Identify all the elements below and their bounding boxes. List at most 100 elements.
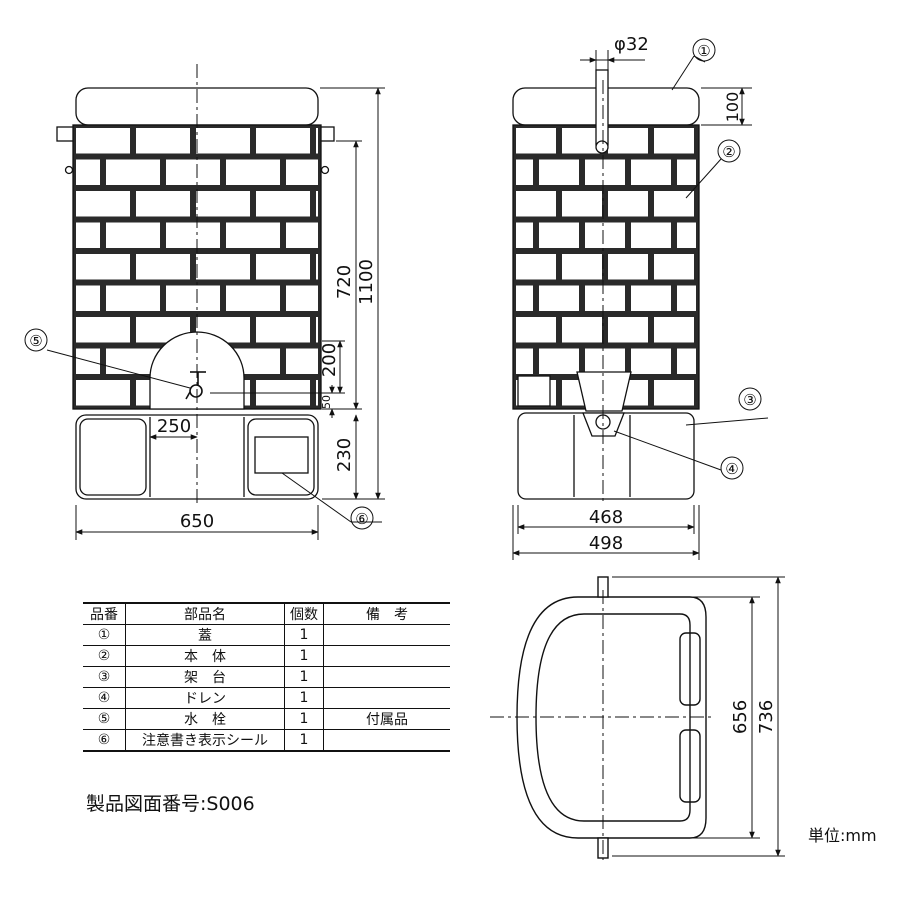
parts-table-header: 品番 部品名 個数 備 考: [83, 603, 450, 625]
brick: [76, 191, 130, 217]
brick: [136, 254, 190, 280]
svg-text:⑤: ⑤: [29, 332, 42, 350]
svg-text:①: ①: [697, 42, 710, 60]
brick: [516, 348, 533, 374]
table-row: ② 本 体 1: [83, 645, 450, 667]
brick: [677, 222, 696, 248]
table-row: ④ ドレン 1: [83, 687, 450, 709]
brick: [196, 254, 250, 280]
dim-498: 498: [589, 533, 623, 554]
brick: [256, 191, 310, 217]
brick: [585, 222, 625, 248]
callout-4: ④: [613, 430, 744, 480]
dim-230: 230: [334, 438, 355, 472]
row-remarks: [323, 687, 450, 709]
table-row: ⑤ 水 栓 1 付属品: [83, 708, 450, 730]
brick: [608, 191, 648, 217]
brick: [316, 317, 318, 343]
row-part-name: ドレン: [125, 687, 285, 709]
dim-250: 250: [157, 416, 191, 437]
brick: [226, 222, 280, 248]
brick: [106, 285, 160, 311]
row-part-no: ⑥: [97, 732, 111, 748]
row-remarks: [323, 729, 450, 751]
brick: [166, 285, 220, 311]
brick: [631, 222, 671, 248]
brick: [562, 191, 602, 217]
brick: [654, 380, 694, 406]
brick: [516, 285, 533, 311]
brick: [106, 222, 160, 248]
svg-text:⑥: ⑥: [355, 510, 368, 528]
brick: [256, 254, 310, 280]
brick: [226, 285, 280, 311]
row-remarks: [323, 666, 450, 688]
callout-3: ③: [685, 387, 769, 426]
brick: [286, 222, 318, 248]
brick: [585, 285, 625, 311]
dim-50: 50: [320, 395, 333, 409]
top-inner-outline: [535, 613, 691, 822]
brick: [585, 348, 625, 374]
row-part-no: ④: [97, 690, 111, 706]
header-remarks: 備 考: [323, 603, 450, 625]
dim-100: 100: [723, 92, 742, 123]
brick: [196, 191, 250, 217]
brick: [76, 317, 130, 343]
top-view: [490, 576, 715, 860]
brick: [76, 222, 100, 248]
brick: [196, 128, 250, 154]
brick: [677, 159, 696, 185]
top-dimensions: [612, 576, 785, 857]
brick: [256, 128, 310, 154]
row-part-name: 本 体: [125, 645, 285, 667]
brick: [76, 285, 100, 311]
brick: [539, 285, 579, 311]
brick: [562, 128, 602, 154]
front-view: [56, 64, 335, 505]
dim-650: 650: [180, 511, 214, 532]
brick: [631, 348, 671, 374]
brick: [286, 348, 318, 374]
row-quantity: 1: [284, 687, 324, 709]
row-quantity: 1: [284, 624, 324, 646]
dim-1100: 1100: [356, 259, 377, 305]
brick: [256, 317, 310, 343]
row-quantity: 1: [284, 729, 324, 751]
brick: [316, 191, 318, 217]
warning-sticker: [254, 436, 309, 474]
drain-bracket: [576, 371, 632, 412]
brick: [516, 254, 556, 280]
brick: [76, 380, 130, 406]
table-row: ① 蓋 1: [83, 624, 450, 646]
brick: [316, 254, 318, 280]
brick: [106, 159, 160, 185]
front-dimensions: [75, 87, 385, 540]
unit-label: 単位:mm: [808, 826, 877, 845]
row-quantity: 1: [284, 708, 324, 730]
brick: [539, 159, 579, 185]
row-part-no: ②: [97, 648, 111, 664]
brick: [516, 191, 556, 217]
side-dimensions: [512, 50, 752, 560]
brick: [562, 254, 602, 280]
brick: [226, 159, 280, 185]
brick: [76, 128, 130, 154]
row-quantity: 1: [284, 666, 324, 688]
header-part-name: 部品名: [125, 603, 285, 625]
row-part-name: 水 栓: [125, 708, 285, 730]
brick: [516, 317, 556, 343]
brick: [585, 159, 625, 185]
brick: [608, 317, 648, 343]
brick: [654, 317, 694, 343]
brick: [166, 159, 220, 185]
brick: [677, 285, 696, 311]
header-quantity: 個数: [284, 603, 324, 625]
row-part-name: 蓋: [125, 624, 285, 646]
dim-736: 736: [756, 700, 777, 734]
brick: [286, 285, 318, 311]
row-part-name: 注意書き表示シール: [125, 729, 285, 751]
svg-text:②: ②: [722, 143, 735, 161]
brick: [516, 159, 533, 185]
